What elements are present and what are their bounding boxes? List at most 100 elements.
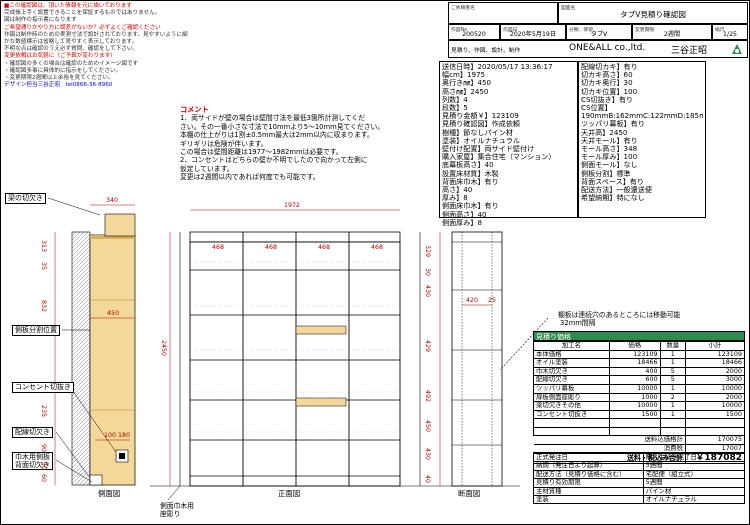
spec-item: 希望納期】特になし bbox=[581, 194, 645, 203]
price-cell: 本体価格 bbox=[533, 349, 610, 360]
price-summary-label: 消費税 bbox=[533, 443, 686, 454]
dim-outlet-180: 180 bbox=[118, 432, 131, 439]
spec-item: 背面床巾木】有り bbox=[442, 177, 499, 186]
designer-name: 三谷正昭 bbox=[671, 46, 708, 56]
price-cell: 巾木切欠き bbox=[533, 366, 610, 377]
label-section-view: 断面図 bbox=[458, 489, 481, 498]
price-cell bbox=[533, 418, 610, 428]
spec-item: 切カキ位置】100 bbox=[581, 87, 638, 96]
spec-item: 底幕板高さ】40 bbox=[442, 161, 494, 170]
label-wiring-cut: 配線切欠き bbox=[12, 427, 53, 438]
order-info-cell: 納期（発注日より起算） bbox=[533, 461, 644, 471]
comment-line: 1、両サイドが壁の場合は壁間寸法を最低3箇所計測してくだ bbox=[180, 114, 365, 123]
notice-line: 作図は制作時のための実測寸法で設計されております。見やすいように細 bbox=[4, 31, 188, 38]
spec-item: 高さ】40 bbox=[442, 186, 473, 195]
price-cell: 3000 bbox=[684, 375, 746, 385]
spec-item: 設置床材質】木製 bbox=[442, 169, 499, 178]
price-cell: 5 bbox=[659, 366, 686, 377]
table-row bbox=[533, 418, 746, 428]
label-baseboard-cut: 巾木用側板 背面切欠き bbox=[12, 452, 53, 470]
price-header-row: 加工名価格数量小計 bbox=[533, 341, 746, 351]
dim-width-total: 1972 bbox=[284, 202, 301, 209]
order-info-cell: 配送方法（見積り価格に含む） bbox=[533, 469, 644, 480]
order-info-cell: パイン材 bbox=[642, 486, 746, 497]
scale-cell: 縮尺 1/25 bbox=[712, 24, 748, 40]
spec-item: 側面厚み】8 bbox=[442, 218, 482, 227]
comment-line: 仮定しています。 bbox=[180, 164, 234, 173]
price-cell: 10000 bbox=[684, 401, 746, 411]
leader-lines bbox=[47, 197, 181, 501]
dimension-label: 329 bbox=[424, 245, 431, 258]
order-info-cell: 5週間 bbox=[642, 461, 746, 471]
customer-cell: ご依頼者名 bbox=[448, 2, 558, 24]
spec-item: 切カキ高さ】60 bbox=[581, 71, 633, 80]
price-header-cell: 小計 bbox=[684, 341, 746, 351]
spec-item: 見積り確認図】作成依頼 bbox=[442, 120, 521, 129]
spec-item: 天井モール】有り bbox=[581, 136, 638, 145]
customer-label: ご依頼者名 bbox=[451, 6, 475, 11]
spec-item: 樹種】節なしパイン材 bbox=[442, 128, 513, 137]
spec-item: 奥行き㎜】450 bbox=[442, 79, 492, 88]
scale-value: 1/25 bbox=[723, 31, 737, 38]
table-row: 主材質種パイン材 bbox=[533, 486, 746, 497]
company-name: ONE&ALL co.,ltd. bbox=[569, 43, 646, 53]
dimension-label: 40 bbox=[424, 475, 431, 484]
drawing-title: タブV見積り確認図 bbox=[620, 10, 686, 19]
label-side-split: 側板分割位置 bbox=[12, 325, 60, 336]
notice-block: ■この確認図は、頂いた情報を元に描いております完成後上手く設置できることを保証す… bbox=[4, 3, 262, 89]
dimension-label: 430 bbox=[424, 448, 431, 461]
comment-line: さい。その一番小さな寸法で10mmより5～10mm見てください。 bbox=[180, 122, 385, 131]
price-cell: 400 bbox=[608, 366, 661, 377]
comment-line: この場合は壁間距離は1977～1982mmは必要です。 bbox=[180, 148, 343, 157]
price-cell: 1500 bbox=[608, 409, 661, 420]
dimension-label: 450 bbox=[424, 420, 431, 433]
spec-item: 見積り金額￥】123109 bbox=[442, 112, 519, 121]
comment-line: 変更は2週間以内であれば何度でも可能です。 bbox=[180, 173, 320, 182]
side-view-drawing bbox=[54, 204, 136, 486]
notice-line: ・確認図の多くの場合は確認のためのイメージ図です bbox=[4, 60, 139, 67]
spec-item: 高さ㎜】2450 bbox=[442, 87, 489, 96]
spec-item: ツッパリ幕板】有り bbox=[581, 120, 645, 129]
price-cell: 1500 bbox=[684, 409, 746, 420]
spec-item: 壁付け配置】両サイド壁付け bbox=[442, 145, 535, 154]
drawing-label: 図面名 bbox=[561, 6, 576, 11]
dimension-label: 468 bbox=[265, 244, 278, 251]
price-cell bbox=[684, 418, 746, 428]
shelf-note: 棚板は連続穴のあるところには移動可能 32mm間隔 bbox=[558, 311, 708, 327]
period-value: 2週間 bbox=[663, 31, 681, 38]
notice-line: ご希望通りかやり方に誤差がないか？必ずよくご確認ください bbox=[4, 24, 161, 31]
spec-item: 配送方法】一般還送便 bbox=[581, 186, 652, 195]
order-info-cell: 購入手続き完了日 bbox=[642, 452, 746, 463]
section-view-drawing bbox=[430, 231, 549, 487]
dim-25: 25 bbox=[488, 297, 497, 304]
price-cell: 123109 bbox=[608, 349, 661, 360]
dimension-label: 468 bbox=[318, 244, 331, 251]
price-cell: コンセント切抜き bbox=[533, 409, 610, 420]
spec-item: 天井高】2450 bbox=[581, 128, 628, 137]
notice-line: 変更依頼はお気軽に（ご予算が変わります） bbox=[4, 53, 116, 60]
date-label: 作図日 bbox=[503, 28, 518, 33]
spec-item: 列数】4 bbox=[442, 95, 468, 104]
price-cell bbox=[608, 426, 661, 437]
price-cell: 1 bbox=[659, 383, 686, 394]
category-value: タブV bbox=[590, 31, 608, 38]
notice-line: デザイン担当三谷正昭 tel0866-36-8960 bbox=[4, 82, 113, 89]
order-info-table: 正式発注日購入手続き完了日納期（発注日より起算）5週間配送方法（見積り価格に含む… bbox=[533, 452, 746, 505]
comment-title: コメント bbox=[180, 105, 209, 114]
dim-420: 420 bbox=[466, 297, 479, 304]
dimension-label: 429 bbox=[424, 340, 431, 353]
table-row: 正式発注日購入手続き完了日 bbox=[533, 452, 746, 463]
price-cell bbox=[659, 426, 686, 437]
comment-block: コメント 1、両サイドが壁の場合は壁間寸法を最低3箇所計測してください。その一番… bbox=[180, 105, 430, 182]
number-cell: 作図No 200520 bbox=[448, 24, 500, 40]
comment-line: 本棚の仕上がりは1割±0.5mm最大は2mm以内に収まります。 bbox=[180, 131, 374, 140]
dimension-label: 35 bbox=[40, 262, 47, 271]
price-header-cell: 加工名 bbox=[533, 341, 610, 351]
spec-item: 購入家屋】集合住宅（マンション） bbox=[442, 153, 556, 162]
notice-line: ・確認図多事に具体的に指示をしてください。 bbox=[4, 67, 122, 74]
